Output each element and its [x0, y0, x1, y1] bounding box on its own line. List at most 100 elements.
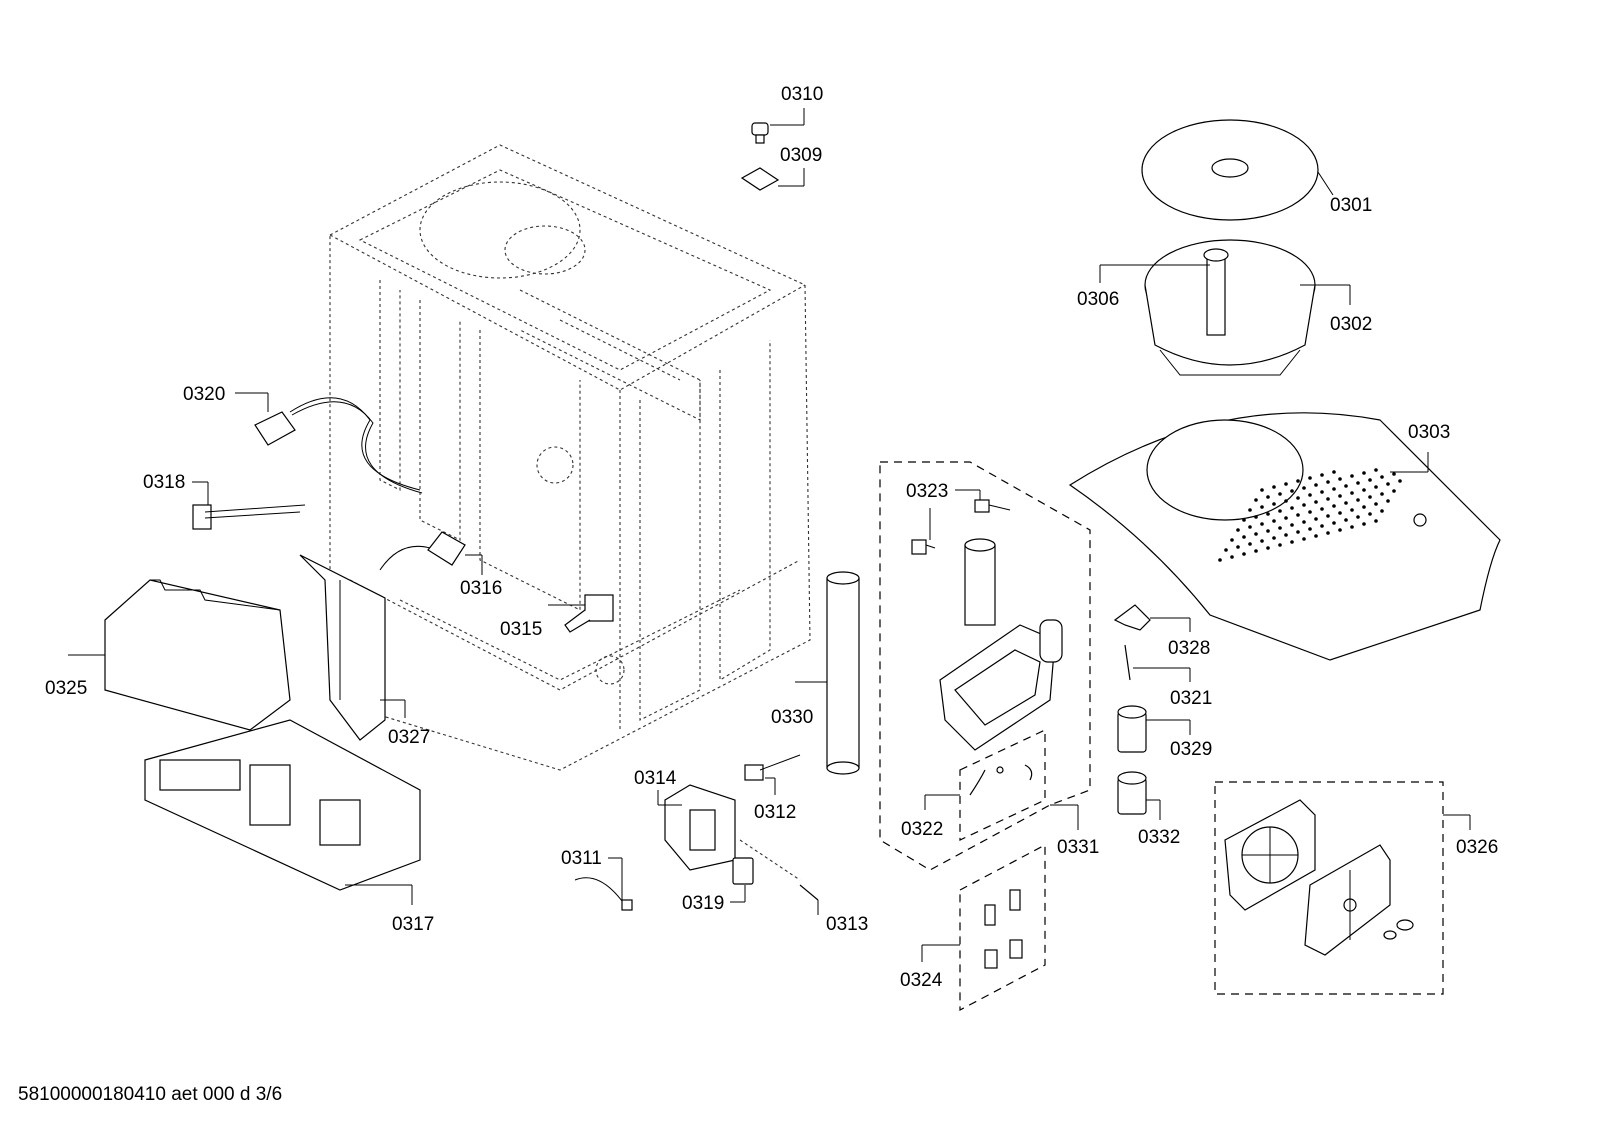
- vent-hole: [1266, 512, 1270, 516]
- vent-hole: [1254, 498, 1258, 502]
- vent-hole: [1278, 543, 1282, 547]
- label-0314: 0314: [634, 768, 677, 789]
- vent-hole: [1260, 539, 1264, 543]
- label-0326: 0326: [1456, 837, 1498, 858]
- vent-hole: [1392, 472, 1396, 476]
- vent-hole: [1314, 517, 1318, 521]
- vent-hole: [1272, 485, 1276, 489]
- vent-hole: [1362, 488, 1366, 492]
- housing-frame: [329, 144, 811, 771]
- label-0331: 0331: [1057, 837, 1099, 858]
- label-0321: 0321: [1170, 688, 1212, 709]
- vent-hole: [1362, 522, 1366, 526]
- part-0332-sleeve: [1117, 771, 1161, 820]
- vent-hole: [1356, 498, 1360, 502]
- vent-hole: [1332, 504, 1336, 508]
- part-0321-spring: [1124, 644, 1191, 682]
- vent-hole: [1248, 542, 1252, 546]
- vent-hole: [1302, 537, 1306, 541]
- part-0315-connector: [548, 594, 614, 633]
- part-0331-drip-unit: [939, 538, 1063, 751]
- label-0301: 0301: [1330, 195, 1372, 216]
- vent-hole: [1380, 509, 1384, 513]
- part-0318-wire: [192, 481, 306, 530]
- vent-hole: [1356, 481, 1360, 485]
- label-0310: 0310: [781, 84, 823, 105]
- vent-hole: [1272, 536, 1276, 540]
- label-0320: 0320: [183, 384, 225, 405]
- vent-hole: [1296, 513, 1300, 517]
- vent-hole: [1230, 538, 1234, 542]
- vent-hole: [1242, 535, 1246, 539]
- vent-hole: [1266, 546, 1270, 550]
- label-0327: 0327: [388, 727, 430, 748]
- label-0318: 0318: [143, 472, 185, 493]
- vent-hole: [1260, 505, 1264, 509]
- vent-hole: [1266, 495, 1270, 499]
- vent-hole: [1344, 518, 1348, 522]
- vent-hole: [1350, 525, 1354, 529]
- vent-hole: [1398, 479, 1402, 483]
- vent-hole: [1350, 474, 1354, 478]
- label-0322: 0322: [901, 819, 943, 840]
- vent-hole: [1332, 487, 1336, 491]
- vent-hole: [1374, 519, 1378, 523]
- label-0317: 0317: [392, 914, 434, 935]
- vent-hole: [1374, 485, 1378, 489]
- label-0324: 0324: [900, 970, 943, 991]
- vent-hole: [1314, 500, 1318, 504]
- vent-hole: [1344, 484, 1348, 488]
- vent-hole: [1296, 496, 1300, 500]
- vent-hole: [1332, 470, 1336, 474]
- vent-hole: [1284, 516, 1288, 520]
- vent-hole: [1224, 548, 1228, 552]
- vent-hole: [1284, 533, 1288, 537]
- vent-hole: [1290, 489, 1294, 493]
- vent-hole: [1260, 522, 1264, 526]
- part-0323-clips: [911, 489, 1011, 555]
- vent-hole: [1326, 480, 1330, 484]
- vent-hole: [1290, 506, 1294, 510]
- vent-hole: [1308, 493, 1312, 497]
- vent-hole: [1248, 525, 1252, 529]
- vent-hole: [1344, 501, 1348, 505]
- part-0328-holder: [1113, 604, 1191, 632]
- vent-hole: [1290, 523, 1294, 527]
- label-0329: 0329: [1170, 739, 1212, 760]
- vent-hole: [1308, 476, 1312, 480]
- vent-hole: [1392, 489, 1396, 493]
- vent-hole: [1296, 530, 1300, 534]
- vent-hole: [1284, 499, 1288, 503]
- vent-hole: [1278, 526, 1282, 530]
- vent-hole: [1320, 490, 1324, 494]
- vent-hole: [1308, 527, 1312, 531]
- part-0311-wire: [574, 857, 633, 911]
- part-0319-switch: [730, 839, 801, 903]
- vent-hole: [1338, 477, 1342, 481]
- label-0302: 0302: [1330, 314, 1372, 335]
- vent-hole: [1230, 555, 1234, 559]
- label-0330: 0330: [771, 707, 813, 728]
- label-0323: 0323: [906, 481, 948, 502]
- part-0330-tube: [795, 571, 860, 775]
- vent-hole: [1326, 497, 1330, 501]
- vent-hole: [1362, 471, 1366, 475]
- label-0315: 0315: [500, 619, 542, 640]
- part-0316-module: [379, 531, 483, 575]
- part-0327-bracket: [299, 554, 406, 741]
- part-0301-lid: [1141, 119, 1334, 221]
- part-0314-valve: [657, 784, 736, 871]
- vent-hole: [1242, 552, 1246, 556]
- part-0326-group: [1214, 781, 1471, 995]
- label-0332: 0332: [1138, 827, 1180, 848]
- vent-hole: [1356, 515, 1360, 519]
- vent-hole: [1338, 494, 1342, 498]
- label-0319: 0319: [682, 893, 724, 914]
- vent-hole: [1380, 492, 1384, 496]
- label-0313: 0313: [826, 914, 868, 935]
- label-0306: 0306: [1077, 289, 1119, 310]
- vent-hole: [1314, 534, 1318, 538]
- part-0324-fittings: [921, 844, 1046, 1011]
- vent-hole: [1314, 483, 1318, 487]
